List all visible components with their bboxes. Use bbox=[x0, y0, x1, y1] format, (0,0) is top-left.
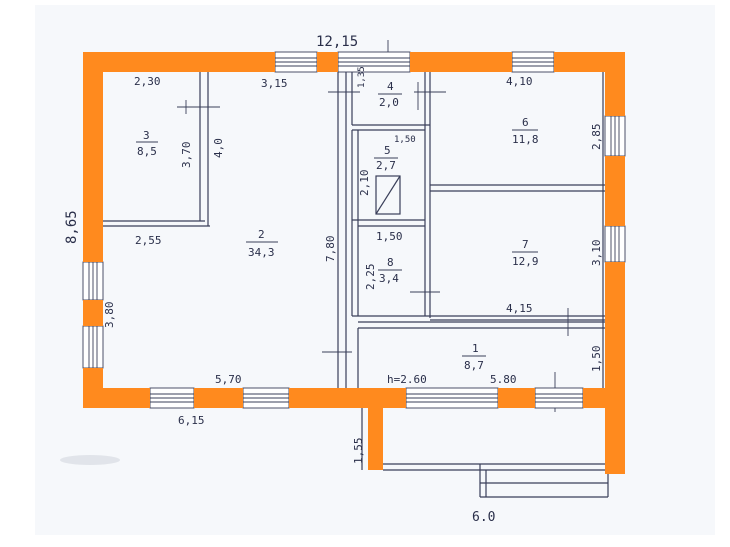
interior-lines bbox=[103, 40, 609, 498]
dim-5-80: 5.80 bbox=[490, 373, 517, 386]
room-1: 1 8,7 bbox=[462, 342, 486, 372]
svg-text:7: 7 bbox=[522, 238, 529, 251]
window-top-mid bbox=[337, 51, 411, 73]
svg-text:2: 2 bbox=[258, 228, 265, 241]
dim-7-80: 7,80 bbox=[324, 236, 337, 263]
svg-text:2,7: 2,7 bbox=[376, 159, 396, 172]
dim-2-30: 2,30 bbox=[134, 75, 161, 88]
svg-text:5: 5 bbox=[384, 144, 391, 157]
svg-text:4: 4 bbox=[387, 80, 394, 93]
dim-1-50-right: 1,50 bbox=[590, 346, 603, 373]
dim-3-10: 3,10 bbox=[590, 240, 603, 267]
dim-1-35: 1,35 bbox=[357, 66, 367, 88]
room-4: 4 2,0 bbox=[378, 80, 402, 109]
window-right-lower bbox=[604, 225, 626, 263]
dim-1-55: 1,55 bbox=[352, 438, 365, 465]
overall-top-width: 12,15 bbox=[316, 34, 358, 50]
wall-porch-post bbox=[368, 408, 383, 470]
wall-bottom-3 bbox=[289, 388, 406, 408]
wall-top-right bbox=[554, 52, 625, 72]
dim-4-10: 4,10 bbox=[506, 75, 533, 88]
room-8: 8 3,4 bbox=[378, 256, 402, 285]
wall-bottom-2 bbox=[194, 388, 243, 408]
svg-text:2,0: 2,0 bbox=[379, 96, 399, 109]
dim-3-15: 3,15 bbox=[261, 77, 288, 90]
dim-1-50-mid: 1,50 bbox=[376, 230, 403, 243]
wall-bottom-1 bbox=[103, 388, 150, 408]
dim-2-25: 2,25 bbox=[364, 264, 377, 291]
wall-top-mid bbox=[410, 52, 512, 72]
svg-text:8,5: 8,5 bbox=[137, 145, 157, 158]
svg-text:12,9: 12,9 bbox=[512, 255, 539, 268]
window-top-left bbox=[274, 51, 318, 73]
svg-text:8,7: 8,7 bbox=[464, 359, 484, 372]
dim-2-85: 2,85 bbox=[590, 124, 603, 151]
window-right-upper bbox=[604, 115, 626, 157]
window-left-lower bbox=[82, 325, 104, 369]
wall-left-3 bbox=[83, 368, 103, 408]
window-bottom-porch bbox=[405, 387, 499, 409]
scan-smudge bbox=[60, 455, 120, 465]
wall-left-2 bbox=[83, 300, 103, 326]
window-left-upper bbox=[82, 261, 104, 301]
window-top-right bbox=[511, 51, 555, 73]
room-3: 3 8,5 bbox=[136, 129, 158, 158]
window-bottom-left bbox=[149, 387, 195, 409]
dimension-labels: 2,30 3,15 1,35 4,10 1,50 3,70 4,0 2,10 7… bbox=[103, 66, 603, 464]
wall-top-left bbox=[83, 52, 275, 72]
dim-1-50-top: 1,50 bbox=[394, 135, 416, 145]
dim-2-55: 2,55 bbox=[135, 234, 162, 247]
overall-left-height: 8,65 bbox=[64, 210, 80, 244]
dim-4-15: 4,15 bbox=[506, 302, 533, 315]
svg-text:34,3: 34,3 bbox=[248, 246, 275, 259]
room-6: 6 11,8 bbox=[512, 116, 539, 146]
wall-left-1 bbox=[83, 72, 103, 262]
svg-text:3,4: 3,4 bbox=[379, 272, 399, 285]
dim-h-2-60: h=2.60 bbox=[387, 373, 427, 386]
svg-text:6: 6 bbox=[522, 116, 529, 129]
overall-bottom-width: 6.0 bbox=[472, 510, 495, 525]
dim-5-70: 5,70 bbox=[215, 373, 242, 386]
wall-bottom-4 bbox=[498, 388, 535, 408]
dim-3-70: 3,70 bbox=[180, 142, 193, 169]
room-5: 5 2,7 bbox=[374, 144, 398, 172]
dim-6-15: 6,15 bbox=[178, 414, 205, 427]
dim-2-10: 2,10 bbox=[358, 170, 371, 197]
dim-3-80: 3,80 bbox=[103, 302, 116, 329]
room-2: 2 34,3 bbox=[246, 228, 278, 259]
wall-right-3 bbox=[605, 262, 625, 474]
exterior-walls bbox=[83, 52, 625, 474]
svg-text:1: 1 bbox=[472, 342, 479, 355]
window-bottom-right bbox=[534, 387, 584, 409]
svg-text:11,8: 11,8 bbox=[512, 133, 539, 146]
dim-4-0: 4,0 bbox=[212, 138, 225, 158]
room-7: 7 12,9 bbox=[512, 238, 539, 268]
wall-bottom-5 bbox=[583, 388, 605, 408]
svg-text:8: 8 bbox=[387, 256, 394, 269]
window-bottom-mid bbox=[242, 387, 290, 409]
wall-right-1 bbox=[605, 72, 625, 116]
svg-text:3: 3 bbox=[143, 129, 150, 142]
wall-right-2 bbox=[605, 156, 625, 226]
wall-top-pier bbox=[317, 52, 338, 72]
